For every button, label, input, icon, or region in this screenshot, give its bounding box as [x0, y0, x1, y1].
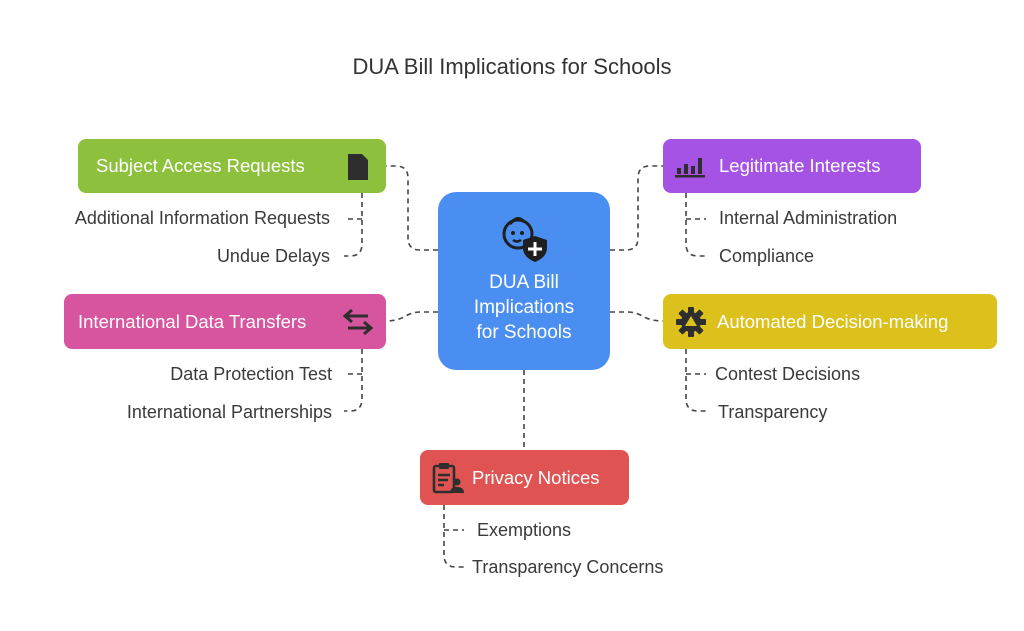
bar-chart-icon	[675, 158, 705, 178]
sub-undue-delays: Undue Delays	[216, 246, 330, 266]
sub-internal-administration: Internal Administration	[719, 208, 898, 228]
connector-sub-ad	[685, 349, 706, 412]
center-line-3: for Schools	[476, 322, 572, 343]
node-subject-access-label: Subject Access Requests	[96, 155, 305, 176]
connector-subject-access	[386, 165, 438, 251]
connector-legitimate-interests	[610, 165, 663, 251]
gear-icon	[676, 307, 706, 337]
sub-data-protection-test: Data Protection Test	[170, 364, 332, 384]
sub-international-partnerships: International Partnerships	[126, 402, 332, 422]
center-line-1: DUA Bill	[489, 272, 559, 293]
connector-sub-li	[685, 193, 706, 257]
connector-international-transfers	[385, 311, 438, 322]
sub-contest-decisions: Contest Decisions	[715, 364, 861, 384]
node-international-transfers: International Data Transfers	[64, 294, 386, 349]
sub-transparency: Transparency	[718, 402, 828, 422]
clipboard-user-icon	[432, 463, 464, 494]
document-icon	[348, 154, 368, 180]
node-privacy-notices: Privacy Notices	[420, 450, 629, 505]
diagram-title: DUA Bill Implications for Schools	[352, 54, 672, 79]
node-automated-decisions-label: Automated Decision-making	[717, 310, 949, 332]
node-automated-decisions: Automated Decision-making	[663, 294, 997, 349]
sub-transparency-concerns: Transparency Concerns	[472, 557, 664, 577]
sub-exemptions: Exemptions	[477, 520, 572, 540]
node-international-transfers-label: International Data Transfers	[78, 310, 307, 332]
sub-compliance: Compliance	[719, 246, 815, 266]
center-line-2: Implications	[473, 297, 575, 318]
connector-automated-decisions	[610, 311, 664, 322]
node-legitimate-interests: Legitimate Interests	[663, 139, 921, 193]
connector-sub-pn	[443, 505, 464, 568]
node-legitimate-interests-label: Legitimate Interests	[719, 155, 881, 176]
sub-additional-information: Additional Information Requests	[74, 208, 330, 228]
node-privacy-notices-label: Privacy Notices	[472, 466, 600, 488]
child-shield-icon	[502, 217, 547, 262]
node-subject-access: Subject Access Requests	[78, 139, 386, 193]
connector-sub-sa	[344, 193, 363, 257]
swap-arrows-icon	[342, 308, 374, 336]
center-node: DUA Bill Implications for Schools	[438, 192, 610, 370]
connector-sub-it	[344, 349, 363, 412]
